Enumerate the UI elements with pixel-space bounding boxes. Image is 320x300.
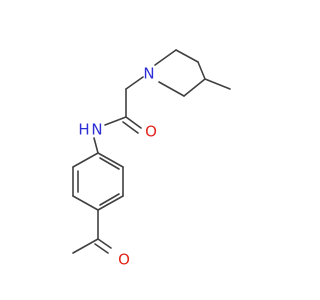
molecule-diagram: N O H N O bbox=[72, 49, 231, 269]
bond-acetyl-o-1 bbox=[97, 238, 112, 249]
atom-label-n-amide: N bbox=[91, 121, 102, 139]
bond-methyl bbox=[204, 78, 231, 90]
bond-acetyl-methyl bbox=[72, 238, 99, 254]
bond-carbonyl-nh bbox=[104, 116, 127, 126]
bonds bbox=[72, 49, 231, 254]
atom-label-n-piperidine: N bbox=[143, 65, 154, 83]
bond-ring-5 bbox=[158, 81, 185, 97]
bond-nh-aryl bbox=[93, 137, 99, 154]
bond-ring-4 bbox=[183, 78, 206, 97]
bond-ring-1 bbox=[154, 49, 177, 66]
atom-labels: N O H N O bbox=[78, 65, 157, 269]
structure-canvas: N O H N O bbox=[72, 49, 231, 269]
bond-carbonyl-o-1 bbox=[125, 116, 142, 129]
bond-benzene-1 bbox=[72, 152, 99, 168]
bond-n-ch2 bbox=[125, 76, 144, 90]
bond-benzene-4 bbox=[97, 195, 124, 211]
bond-benzene-inner-2 bbox=[99, 193, 120, 206]
atom-label-h-amide: H bbox=[78, 121, 89, 139]
bond-ring-2 bbox=[175, 49, 199, 63]
bond-carbonyl-o-2 bbox=[122, 121, 139, 134]
bond-benzene-inner-3 bbox=[99, 157, 120, 170]
bond-benzene-6 bbox=[97, 152, 124, 168]
bond-benzene-3 bbox=[72, 195, 99, 211]
atom-label-o-ketone: O bbox=[118, 251, 130, 269]
bond-ring-3 bbox=[197, 61, 206, 80]
bond-acetyl-o-2 bbox=[94, 243, 109, 254]
atom-label-o-amide: O bbox=[145, 123, 157, 141]
